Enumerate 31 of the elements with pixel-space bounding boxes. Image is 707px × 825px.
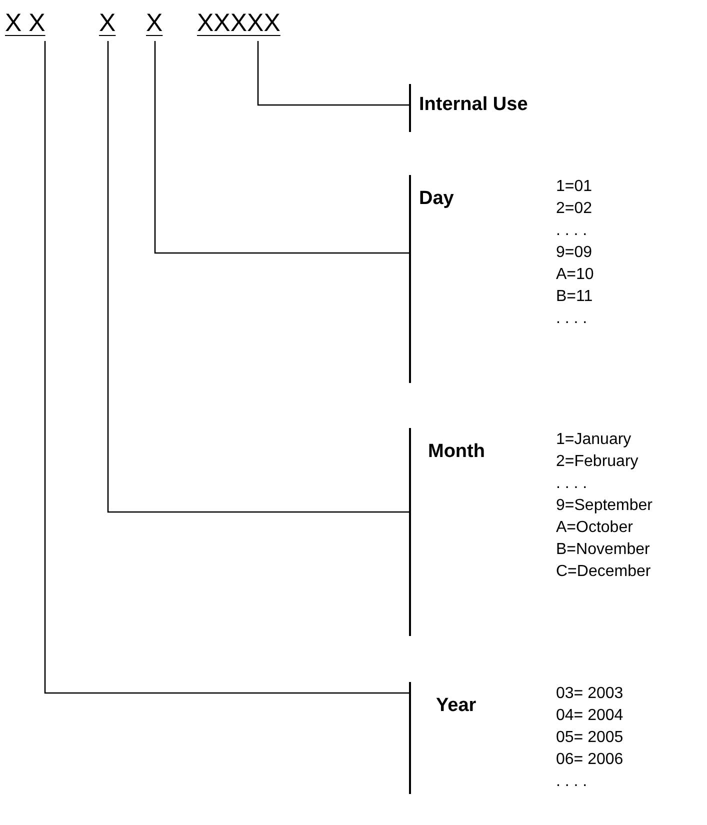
code-value: 1=01	[556, 178, 592, 196]
code-value: . . . .	[556, 310, 588, 328]
field-heading: Day	[419, 188, 454, 210]
code-value: 9=September	[556, 497, 653, 515]
code-value: C=December	[556, 563, 651, 581]
connector-line	[107, 41, 409, 513]
field-heading: Year	[436, 695, 476, 717]
code-character: X	[146, 8, 163, 38]
field-heading: Internal Use	[419, 94, 528, 116]
code-character: XXXXX	[197, 8, 280, 38]
code-value: B=November	[556, 541, 650, 559]
code-value: 2=February	[556, 453, 638, 471]
code-value: 06= 2006	[556, 751, 624, 769]
code-value: 03= 2003	[556, 685, 624, 703]
code-value: . . . .	[556, 773, 588, 791]
code-character: X X	[5, 8, 46, 38]
code-value: B=11	[556, 288, 593, 306]
code-value: . . . .	[556, 222, 588, 240]
connector-line	[154, 41, 409, 254]
connector-line	[44, 41, 409, 694]
code-value: 9=09	[556, 244, 592, 262]
code-value: . . . .	[556, 475, 588, 493]
code-value: A=10	[556, 266, 594, 284]
connector-line	[257, 41, 409, 106]
code-character: X	[99, 8, 116, 38]
field-heading: Month	[428, 441, 485, 463]
code-value: 2=02	[556, 200, 592, 218]
code-value: 05= 2005	[556, 729, 624, 747]
code-value: 04= 2004	[556, 707, 624, 725]
code-value: 1=January	[556, 431, 632, 449]
code-value: A=October	[556, 519, 633, 537]
